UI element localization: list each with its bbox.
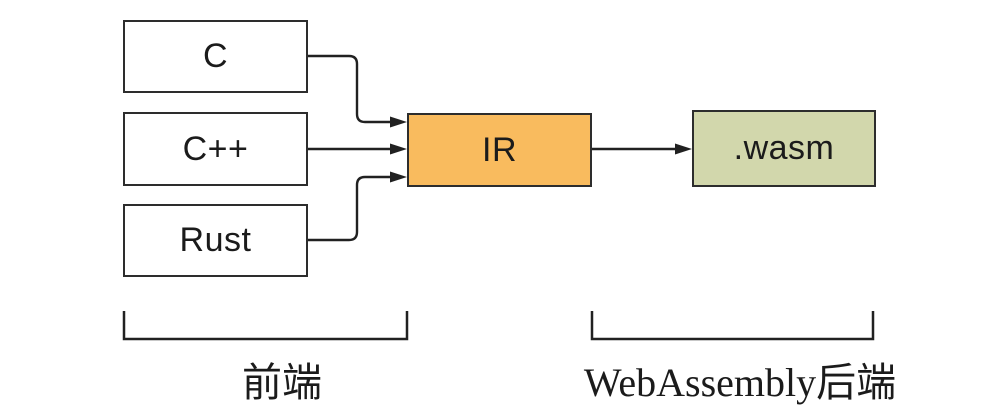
arrowhead-c-to-ir xyxy=(390,116,407,128)
backend-bracket xyxy=(590,311,875,341)
node-c: C xyxy=(123,20,308,93)
node-cpp: C++ xyxy=(123,112,308,186)
frontend-bracket xyxy=(122,311,409,341)
node-rust: Rust xyxy=(123,204,308,277)
edge-rust-to-ir xyxy=(308,175,391,242)
edge-c-to-ir xyxy=(308,54,391,124)
backend-group-label: WebAssembly后端 xyxy=(583,360,897,405)
frontend-group-label: 前端 xyxy=(242,360,322,405)
node-c-label: C xyxy=(202,37,229,75)
arrowhead-rust-to-ir xyxy=(390,171,407,183)
node-wasm-label: .wasm xyxy=(733,129,835,167)
node-ir-label: IR xyxy=(482,130,517,169)
node-wasm: .wasm xyxy=(692,110,876,187)
node-cpp-label: C++ xyxy=(182,129,249,168)
arrowhead-cpp-to-ir xyxy=(390,143,407,155)
arrowhead-ir-to-wasm xyxy=(675,143,692,155)
node-rust-label: Rust xyxy=(179,221,252,259)
node-ir: IR xyxy=(407,113,592,187)
